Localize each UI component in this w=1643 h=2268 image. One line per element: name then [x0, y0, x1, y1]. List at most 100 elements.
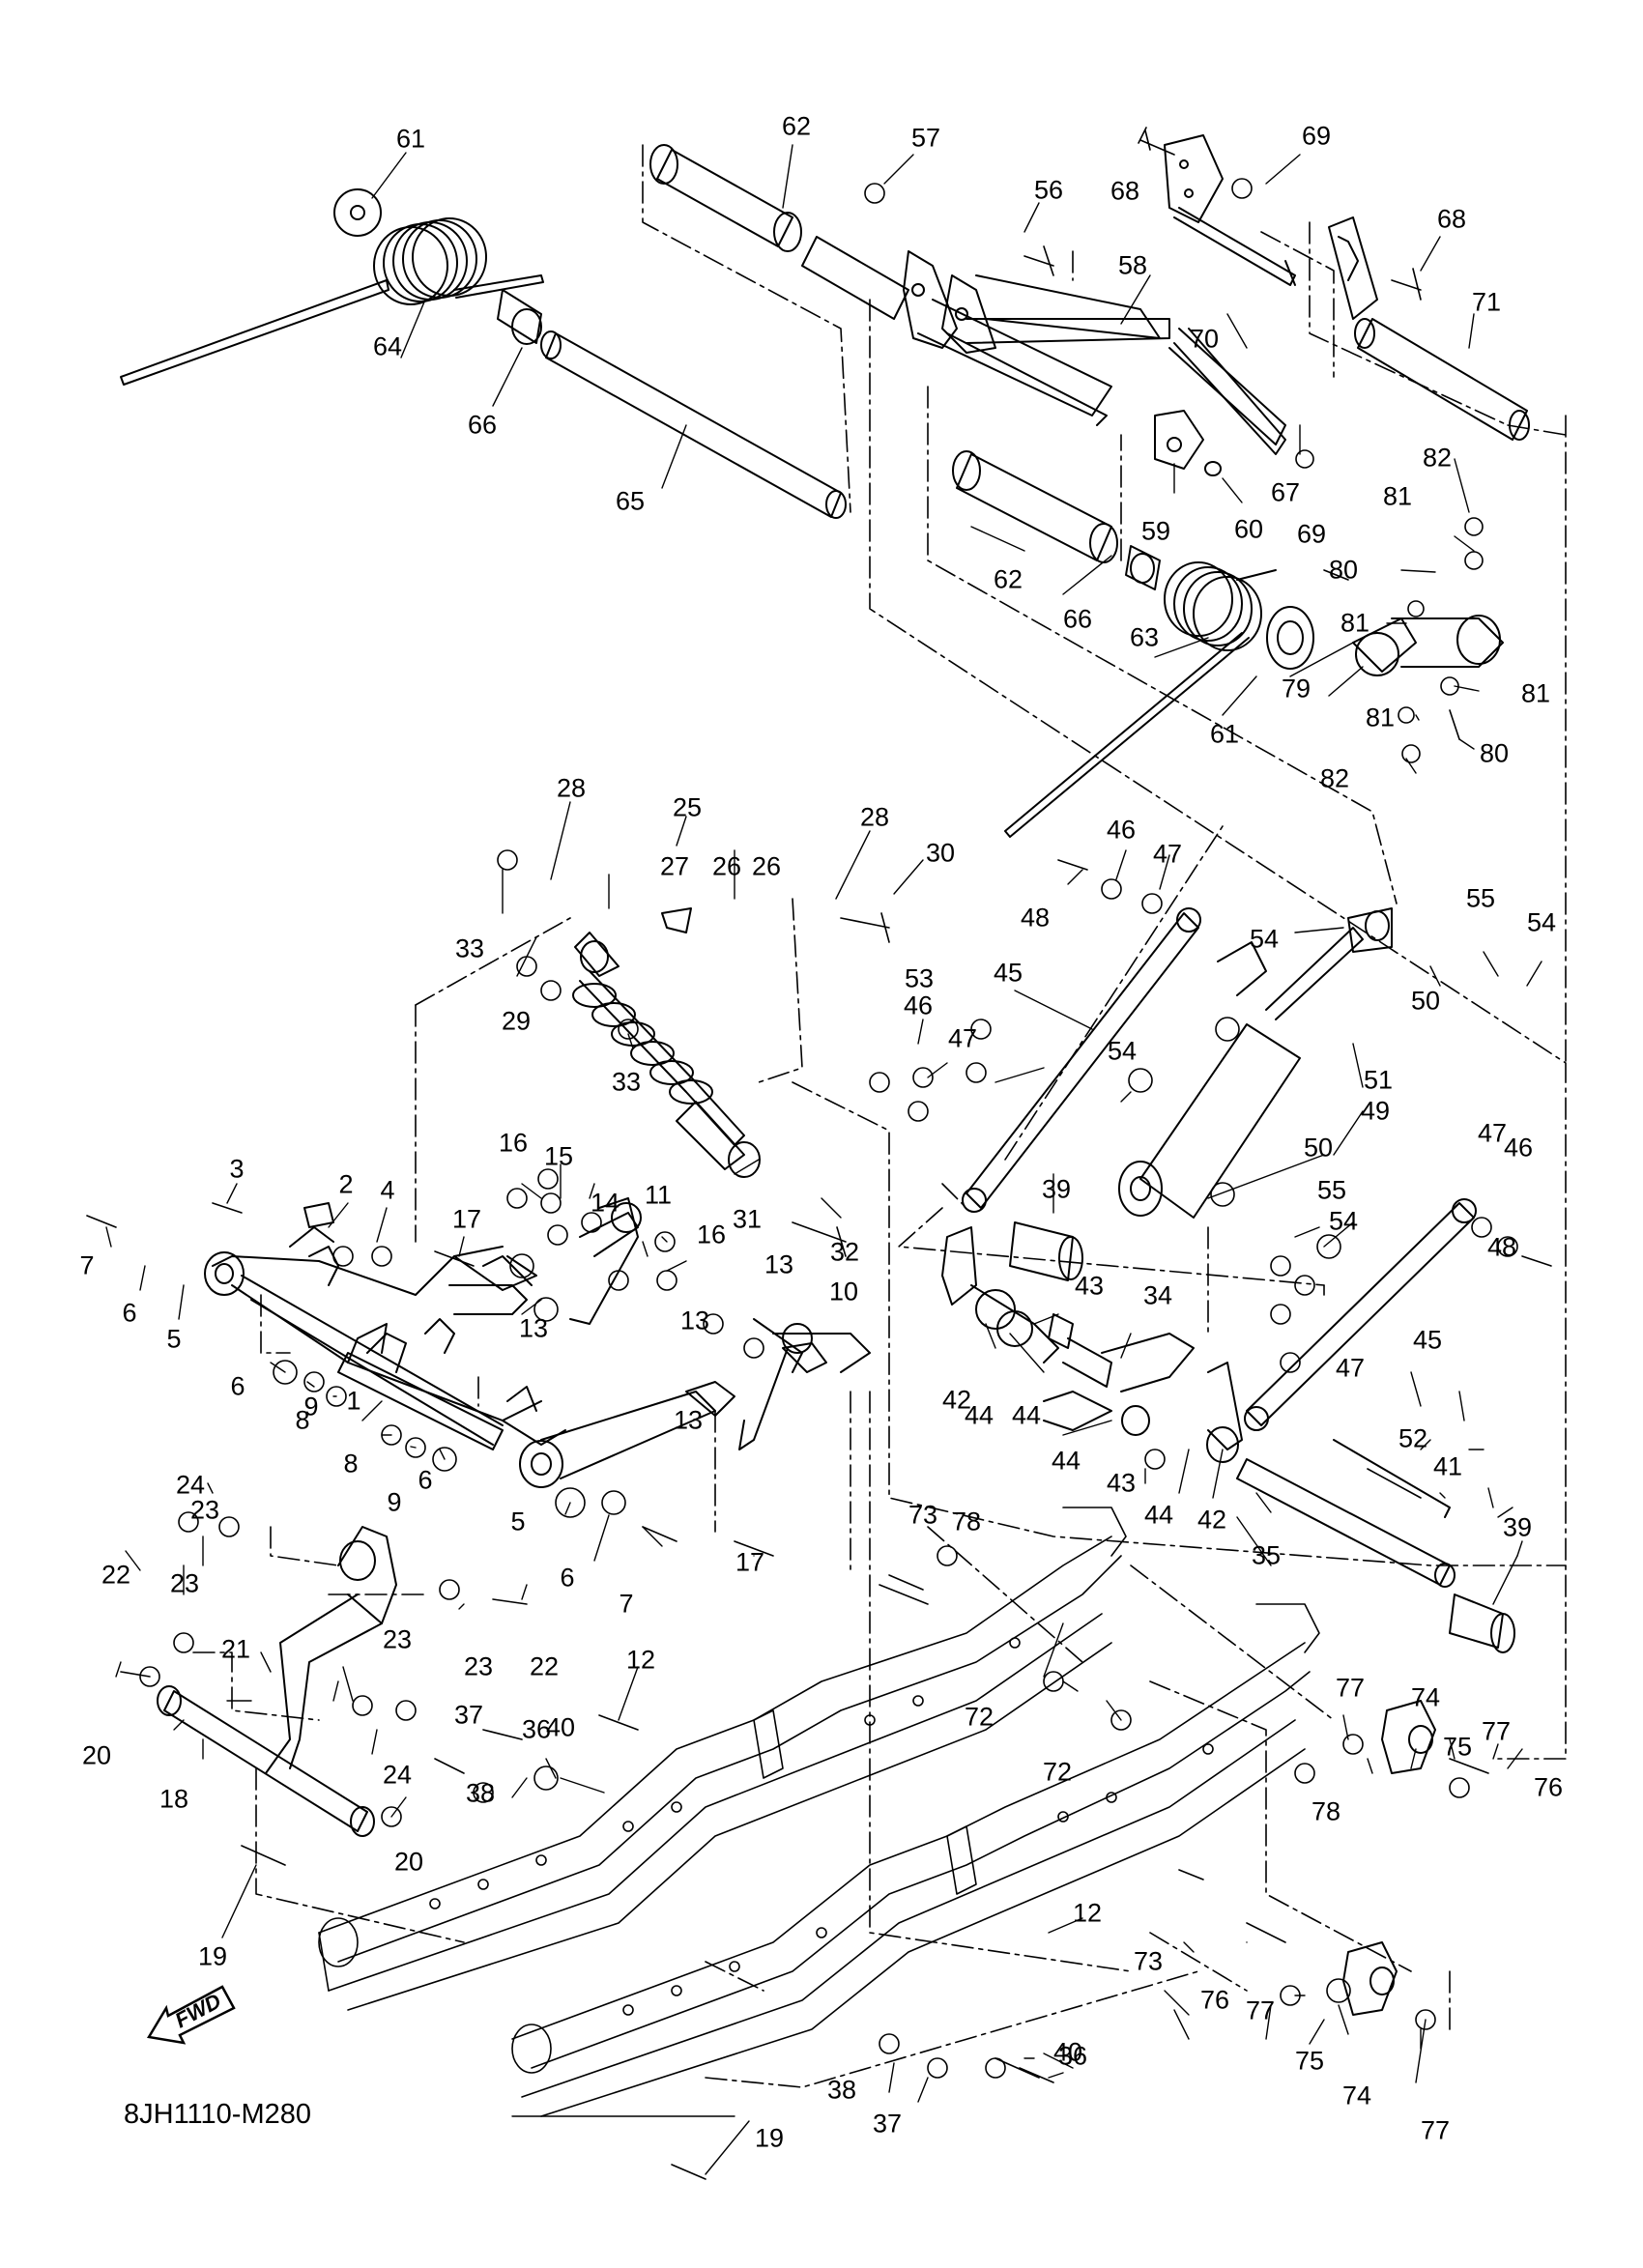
part-label[interactable]: 66	[1062, 604, 1093, 634]
part-label[interactable]: 23	[169, 1568, 200, 1598]
part-label[interactable]: 31	[732, 1204, 763, 1234]
part-label[interactable]: 48	[1486, 1232, 1517, 1262]
part-label[interactable]: 73	[908, 1500, 938, 1530]
part-label[interactable]: 5	[166, 1324, 182, 1354]
part-label[interactable]: 45	[993, 958, 1023, 988]
part-label[interactable]: 22	[101, 1560, 131, 1590]
part-label[interactable]: 73	[1133, 1946, 1164, 1976]
part-label[interactable]: 44	[964, 1400, 994, 1430]
part-label[interactable]: 47	[1477, 1118, 1508, 1148]
part-label[interactable]: 30	[925, 838, 956, 868]
part-label[interactable]: 45	[1412, 1325, 1443, 1355]
part-label[interactable]: 13	[679, 1306, 710, 1335]
part-label[interactable]: 42	[1196, 1505, 1227, 1535]
part-label[interactable]: 50	[1410, 986, 1441, 1016]
part-label[interactable]: 6	[418, 1465, 433, 1495]
part-label[interactable]: 11	[644, 1180, 673, 1210]
part-label[interactable]: 22	[529, 1651, 560, 1681]
part-label[interactable]: 77	[1335, 1673, 1366, 1703]
part-label[interactable]: 1	[346, 1386, 361, 1416]
part-label[interactable]: 77	[1245, 1995, 1276, 2025]
part-label[interactable]: 75	[1294, 2046, 1325, 2076]
part-label[interactable]: 59	[1140, 516, 1171, 546]
part-label[interactable]: 75	[1442, 1732, 1473, 1762]
part-label[interactable]: 24	[382, 1760, 413, 1790]
part-label[interactable]: 66	[467, 410, 498, 440]
part-label[interactable]: 51	[1363, 1065, 1394, 1095]
part-label[interactable]: 2	[338, 1169, 354, 1199]
part-label[interactable]: 46	[1503, 1133, 1534, 1163]
part-label[interactable]: 55	[1316, 1175, 1347, 1205]
part-label[interactable]: 67	[1270, 477, 1301, 507]
part-label[interactable]: 81	[1365, 703, 1396, 732]
part-label[interactable]: 13	[518, 1313, 549, 1343]
part-label[interactable]: 77	[1420, 2115, 1451, 2145]
part-label[interactable]: 61	[1209, 719, 1240, 749]
part-label[interactable]: 81	[1382, 481, 1413, 511]
part-label[interactable]: 14	[590, 1188, 620, 1218]
part-label[interactable]: 63	[1129, 622, 1160, 652]
part-label[interactable]: 28	[859, 802, 890, 832]
part-label[interactable]: 36	[521, 1714, 552, 1744]
part-label[interactable]: 82	[1422, 443, 1453, 473]
part-label[interactable]: 79	[1281, 674, 1312, 703]
part-label[interactable]: 50	[1303, 1133, 1334, 1163]
part-label[interactable]: 16	[696, 1220, 727, 1249]
part-label[interactable]: 9	[387, 1487, 402, 1517]
part-label[interactable]: 54	[1249, 924, 1280, 954]
part-label[interactable]: 6	[230, 1371, 245, 1401]
part-label[interactable]: 3	[229, 1154, 245, 1184]
part-label[interactable]: 7	[619, 1589, 634, 1619]
part-label[interactable]: 44	[1143, 1500, 1174, 1530]
part-label[interactable]: 72	[1042, 1757, 1073, 1787]
part-label[interactable]: 48	[1020, 903, 1051, 933]
part-label[interactable]: 80	[1479, 738, 1510, 768]
part-label[interactable]: 26	[751, 851, 782, 881]
part-label[interactable]: 62	[993, 564, 1023, 594]
part-label[interactable]: 4	[380, 1175, 395, 1205]
part-label[interactable]: 60	[1233, 514, 1264, 544]
part-label[interactable]: 41	[1432, 1451, 1463, 1481]
part-label[interactable]: 18	[159, 1784, 189, 1814]
part-label[interactable]: 68	[1110, 176, 1140, 206]
part-label[interactable]: 19	[754, 2123, 785, 2153]
part-label[interactable]: 12	[1072, 1898, 1103, 1928]
part-label[interactable]: 40	[1052, 2037, 1083, 2067]
part-label[interactable]: 15	[543, 1141, 574, 1171]
part-label[interactable]: 70	[1189, 324, 1220, 354]
part-label[interactable]: 10	[828, 1277, 859, 1306]
part-label[interactable]: 56	[1033, 175, 1064, 205]
part-label[interactable]: 47	[1152, 839, 1183, 869]
part-label[interactable]: 74	[1410, 1682, 1441, 1712]
part-label[interactable]: 26	[711, 851, 742, 881]
part-label[interactable]: 27	[659, 851, 690, 881]
part-label[interactable]: 8	[343, 1449, 359, 1479]
part-label[interactable]: 69	[1301, 121, 1332, 151]
part-label[interactable]: 78	[1311, 1796, 1341, 1826]
part-label[interactable]: 37	[453, 1700, 484, 1730]
part-label[interactable]: 44	[1051, 1446, 1081, 1476]
part-label[interactable]: 49	[1360, 1096, 1391, 1126]
part-label[interactable]: 39	[1502, 1512, 1533, 1542]
part-label[interactable]: 20	[393, 1847, 424, 1877]
part-label[interactable]: 6	[560, 1563, 575, 1593]
part-label[interactable]: 29	[501, 1006, 532, 1036]
part-label[interactable]: 21	[220, 1634, 251, 1664]
part-label[interactable]: 7	[79, 1250, 95, 1280]
part-label[interactable]: 69	[1296, 519, 1327, 549]
part-label[interactable]: 46	[1106, 815, 1137, 845]
part-label[interactable]: 6	[122, 1298, 137, 1328]
part-label[interactable]: 68	[1436, 204, 1467, 234]
part-label[interactable]: 12	[625, 1645, 656, 1675]
part-label[interactable]: 62	[781, 111, 812, 141]
part-label[interactable]: 80	[1328, 555, 1359, 585]
part-label[interactable]: 17	[451, 1204, 482, 1234]
part-label[interactable]: 78	[951, 1507, 982, 1536]
part-label[interactable]: 81	[1520, 678, 1551, 708]
part-label[interactable]: 33	[611, 1067, 642, 1097]
part-label[interactable]: 19	[197, 1941, 228, 1971]
part-label[interactable]: 28	[556, 773, 587, 803]
part-label[interactable]: 71	[1471, 287, 1502, 317]
part-label[interactable]: 64	[372, 331, 403, 361]
part-label[interactable]: 76	[1533, 1772, 1564, 1802]
